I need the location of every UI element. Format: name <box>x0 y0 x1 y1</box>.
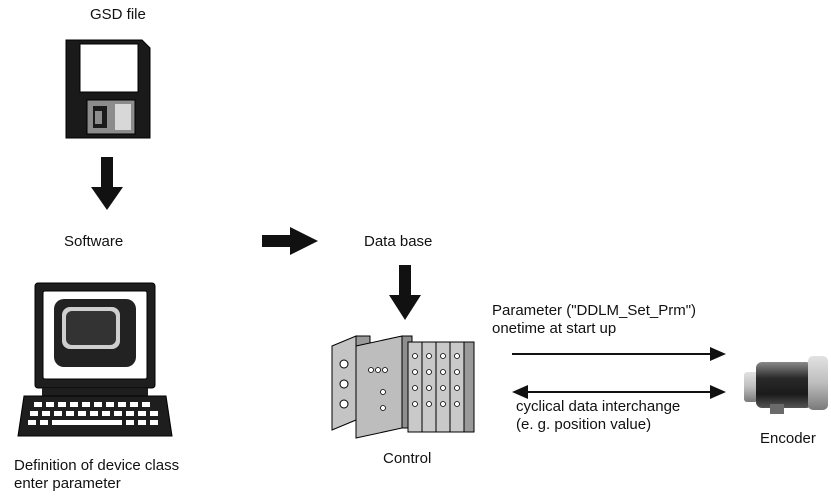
software-label: Software <box>64 233 124 250</box>
definition-line-2: enter parameter <box>14 475 121 492</box>
arrow-right-icon <box>262 227 318 255</box>
parameter-arrow-icon <box>512 347 726 361</box>
bidirectional-arrow-icon <box>512 385 726 399</box>
control-label: Control <box>383 450 432 467</box>
cyclic-line-2: (e. g. position value) <box>516 416 652 433</box>
encoder-icon <box>744 356 828 414</box>
encoder-label: Encoder <box>760 430 816 447</box>
arrow-down-icon <box>389 265 421 320</box>
cyclic-line-1: cyclical data interchange <box>516 398 681 415</box>
parameter-line-1: Parameter ("DDLM_Set_Prm") <box>492 302 697 319</box>
floppy-disk-icon <box>65 39 151 139</box>
definition-line-1: Definition of device class <box>14 457 180 474</box>
definition-label: Definition of device class enter paramet… <box>14 457 179 493</box>
gsd-file-label: GSD file <box>90 6 146 23</box>
parameter-label: Parameter ("DDLM_Set_Prm") onetime at st… <box>492 302 696 338</box>
computer-icon <box>17 282 173 437</box>
cyclic-label: cyclical data interchange (e. g. positio… <box>516 398 680 434</box>
arrow-down-icon <box>91 157 123 210</box>
data-base-label: Data base <box>364 233 433 250</box>
plc-control-icon <box>331 335 475 439</box>
parameter-line-2: onetime at start up <box>492 320 617 337</box>
